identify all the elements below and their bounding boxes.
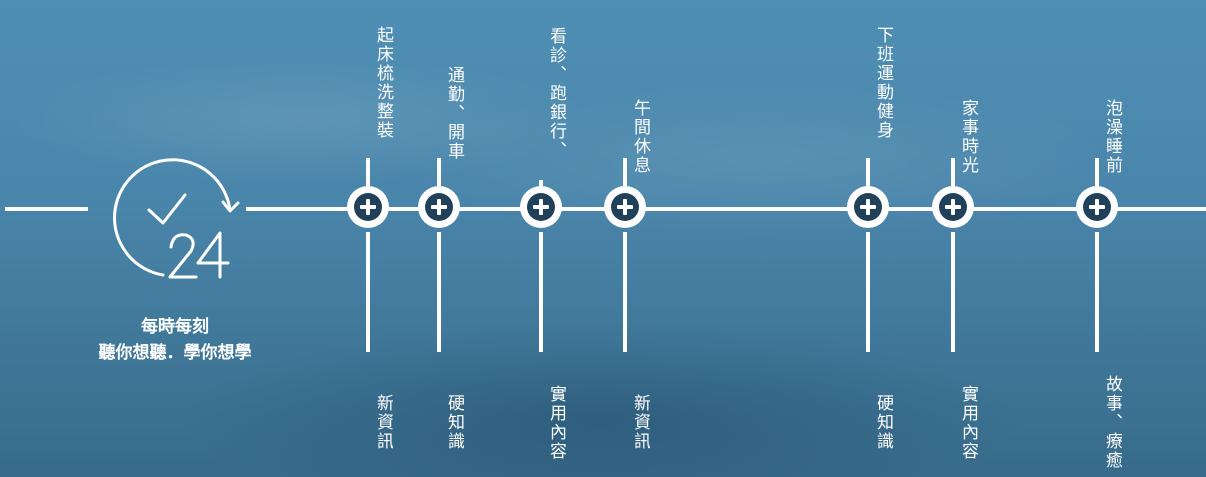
clock-24h-icon [113,158,240,279]
timeline-node-button[interactable] [847,186,889,228]
timeline-stop-workout: 下班運動健身 硬知識 [843,0,893,477]
stop-content-label: 硬知識 [873,394,893,451]
timeline-stop-wakeup: 起床梳洗整裝 新資訊 [343,0,393,477]
stop-content-label: 硬知識 [444,394,464,451]
stop-activity-label: 下班運動健身 [873,26,893,140]
stop-content-label: 故事、療癒 [1102,375,1122,470]
timeline-stop-commute: 通勤、開車 硬知識 [414,0,464,477]
plus-circle-icon [611,193,639,221]
timeline-stop-bedtime: 泡澡睡前 故事、療癒 [1072,0,1122,477]
stop-activity-label: 通勤、開車 [444,65,464,161]
stop-activity-label: 泡澡睡前 [1102,99,1122,175]
plus-circle-icon [527,193,555,221]
timeline-stop-chores: 家事時光 實用內容 [928,0,978,477]
caption-line-1: 每時每刻 [141,317,209,337]
timeline-node-button[interactable] [604,186,646,228]
stop-content-label: 實用內容 [958,384,978,461]
timeline-node-button[interactable] [520,186,562,228]
caption-line-2: 聽你想聽．學你想學 [98,343,252,363]
timeline-node-button[interactable] [1076,186,1118,228]
plus-circle-icon [1083,193,1111,221]
stop-content-label: 實用內容 [546,384,566,461]
plus-circle-icon [354,193,382,221]
stop-activity-label: 看診、跑銀行、 [546,26,566,160]
timeline-node-button[interactable] [347,186,389,228]
stop-activity-label: 起床梳洗整裝 [373,26,393,140]
stop-activity-label: 家事時光 [958,99,978,175]
stop-activity-label: 午間休息 [630,99,650,175]
clock-caption: 每時每刻 聽你想聽．學你想學 [60,314,290,366]
timeline-stop-errands: 看診、跑銀行、 實用內容 [516,0,566,477]
clock-section: 每時每刻 聽你想聽．學你想學 [0,0,330,477]
timeline-node-button[interactable] [418,186,460,228]
stop-content-label: 新資訊 [373,394,393,451]
plus-circle-icon [939,193,967,221]
stop-content-label: 新資訊 [630,394,650,451]
timeline-stop-lunch: 午間休息 新資訊 [600,0,650,477]
plus-circle-icon [854,193,882,221]
plus-circle-icon [425,193,453,221]
timeline-node-button[interactable] [932,186,974,228]
